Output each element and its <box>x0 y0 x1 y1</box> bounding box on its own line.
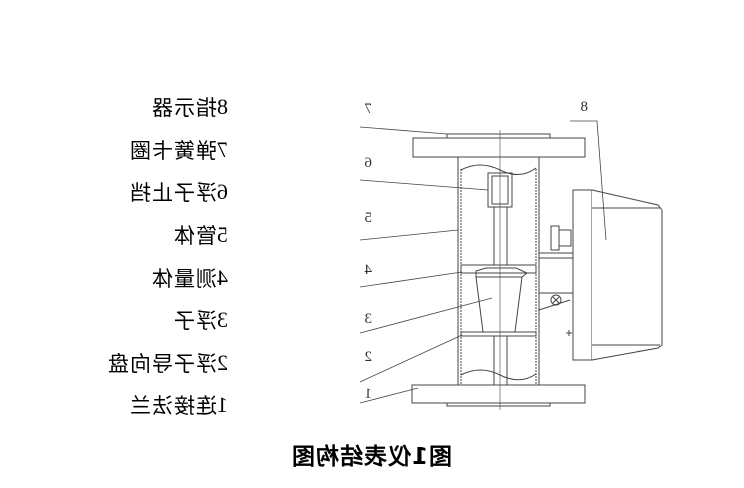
caption-text: 图1仪表结构图 <box>291 444 453 470</box>
top-flange <box>412 133 586 158</box>
float-guide-disc <box>460 331 537 385</box>
callout-4: 4 <box>364 262 372 278</box>
callout-8: 8 <box>581 99 589 115</box>
callout-7: 7 <box>364 101 372 117</box>
figure-caption: 图1仪表结构图 <box>0 437 744 471</box>
callout-numbers: 7 6 5 4 3 2 1 8 <box>364 99 588 402</box>
callout-3: 3 <box>365 311 373 327</box>
pipe-body <box>457 157 540 385</box>
callout-6: 6 <box>364 155 372 171</box>
callout-5: 5 <box>365 210 373 226</box>
bottom-flange <box>411 384 586 407</box>
callout-2: 2 <box>365 349 373 365</box>
measuring-body <box>460 264 537 274</box>
indicator <box>538 189 663 361</box>
callout-1: 1 <box>365 386 373 402</box>
leader-lines <box>359 120 607 404</box>
